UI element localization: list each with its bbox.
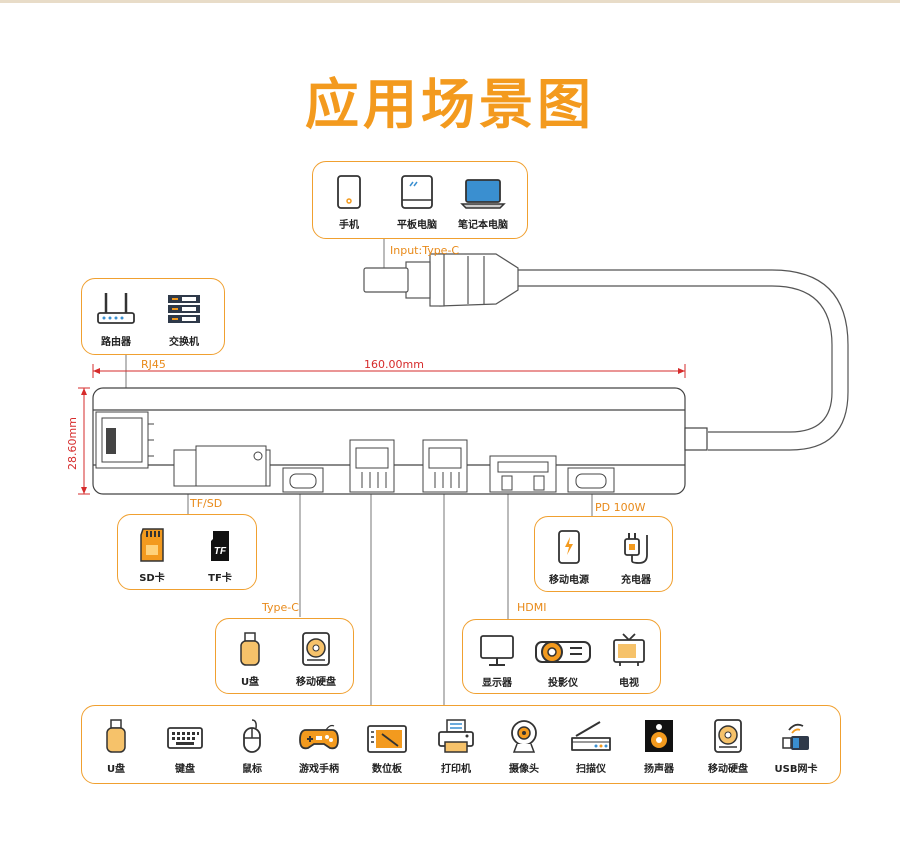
length-dimension-label: 160.00mm [364,358,424,371]
projector-icon [535,641,591,663]
usb-device-mouse: 鼠标 [212,718,292,775]
device-router: 路由器 [76,289,156,348]
monitor-icon [480,635,514,666]
usb-drive-icon [240,632,260,666]
device-monitor: 显示器 [457,632,537,689]
tf-card-icon: TF [211,531,229,561]
device-tablet: 平板电脑 [377,174,457,231]
gamepad-icon [299,724,339,750]
page-title: 应用场景图 [305,73,595,136]
usb-wifi-icon [782,723,809,750]
hdmi-devices-box: 显示器 投影仪 电视 [462,619,661,694]
device-charger: 充电器 [596,529,676,586]
rj45-port-label: RJ45 [141,358,166,371]
power-bank-icon [558,530,580,564]
pd-port-label: PD 100W [595,501,646,514]
device-switch: 交换机 [144,289,224,348]
input-port-label: Input:Type-C [390,244,460,257]
tfsd-port-label: TF/SD [190,497,223,510]
charger-icon [624,533,648,564]
device-laptop: 笔记本电脑 [443,174,523,231]
hard-drive-icon [302,632,330,666]
usb-device-hard-drive: 移动硬盘 [688,718,768,775]
pd-devices-box: 移动电源 充电器 [534,516,673,592]
usb-device-scanner: 扫描仪 [551,718,631,775]
laptop-icon [460,179,506,209]
printer-icon [438,719,474,753]
usb-device-drawing-tablet: 数位板 [347,718,427,775]
tv-icon [613,633,645,666]
tfsd-devices-box: SD卡 TF TF卡 [117,514,257,590]
usb-drive-icon [106,719,126,753]
hdmi-port-label: HDMI [517,601,547,614]
input-devices-box: 手机 平板电脑 笔记本电脑 [312,161,528,239]
hard-drive-icon [714,719,742,753]
speaker-icon [645,720,673,752]
typec-devices-box: U盘 移动硬盘 [215,618,354,694]
drawing-tablet-icon [367,725,407,753]
switch-icon [168,295,200,323]
usb-device-usb-drive: U盘 [76,718,156,775]
height-dimension-label: 28.60mm [65,417,79,470]
device-tv: 电视 [589,632,669,689]
router-icon [97,293,135,324]
device-power-bank: 移动电源 [529,529,609,586]
device-tf-card: TF TF卡 [180,527,260,584]
sd-card-icon [140,528,164,562]
device-phone: 手机 [309,174,389,231]
device-usb-drive: U盘 [210,631,290,688]
usb-device-usb-wifi: USB网卡 [756,718,836,775]
rj45-devices-box: 路由器 交换机 [81,278,225,355]
usb-device-webcam: 摄像头 [484,718,564,775]
usb-device-keyboard: 键盘 [145,718,225,775]
tf-badge: TF [214,546,227,557]
device-hard-drive: 移动硬盘 [276,631,356,688]
phone-icon [337,175,361,209]
usb-devices-box: U盘 键盘 鼠标 游戏手柄 [81,705,841,784]
webcam-icon [511,720,537,753]
tablet-icon [401,175,433,209]
device-sd-card: SD卡 [112,527,192,584]
usb-device-gamepad: 游戏手柄 [279,718,359,775]
typec-port-label: Type-C [262,601,299,614]
mouse-icon [243,719,261,753]
usb-device-printer: 打印机 [416,718,496,775]
top-divider [0,0,900,3]
device-projector: 投影仪 [523,632,603,689]
scanner-icon [571,721,611,751]
usb-device-speaker: 扬声器 [619,718,699,775]
keyboard-icon [167,727,203,749]
